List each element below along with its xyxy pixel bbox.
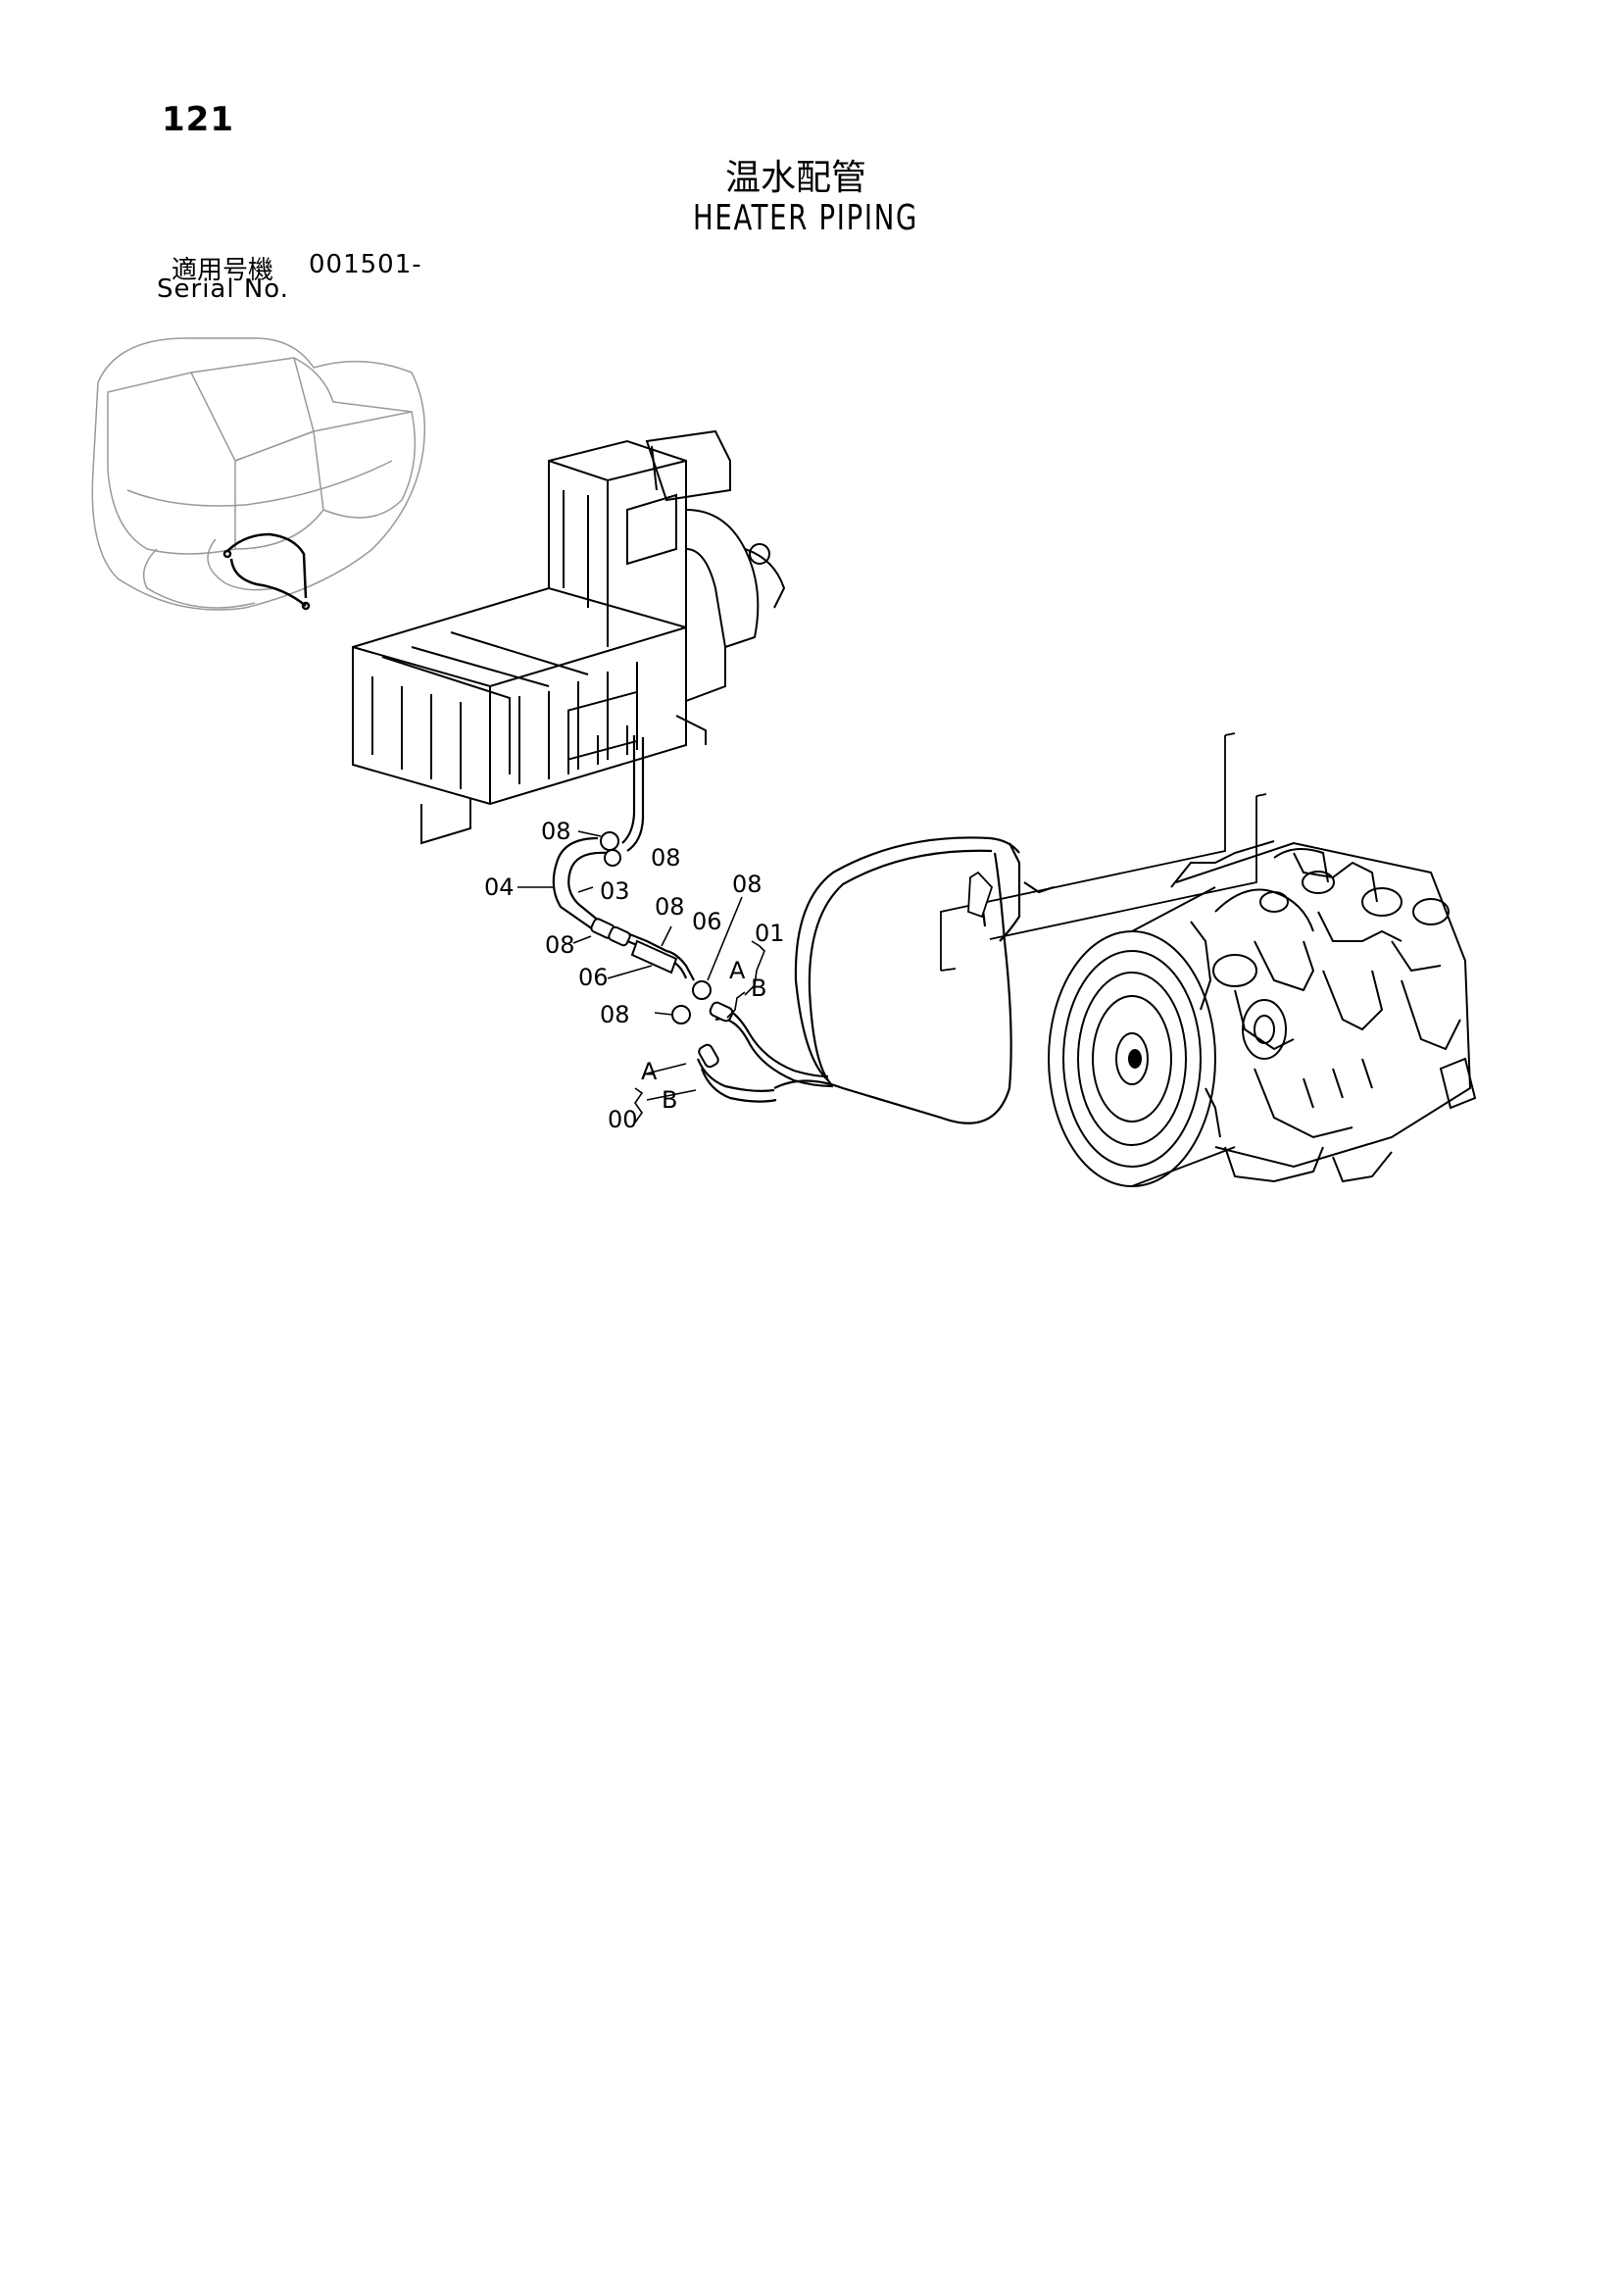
callout-08-right: 08 (651, 844, 681, 872)
callout-03: 03 (600, 877, 630, 905)
callout-B-upper: B (751, 974, 766, 1002)
callout-06-lower: 06 (578, 964, 609, 991)
serial-label-japanese: 適用号機 (172, 256, 274, 285)
callout-01: 01 (755, 920, 785, 947)
heater-hose-lines (552, 735, 1055, 1124)
elbow-06 (630, 939, 678, 974)
clamp-08-right (604, 849, 621, 867)
callout-08-mid: 08 (655, 893, 685, 921)
hose-route-on-machine (222, 532, 311, 611)
serial-label: Serial No. (157, 275, 289, 304)
machine-overview-illustration (91, 337, 426, 611)
callout-08-lower: 08 (600, 1001, 630, 1028)
heater-unit-illustration (352, 429, 786, 845)
callout-08-upper-right: 08 (732, 871, 762, 898)
engine-illustration (1048, 840, 1477, 1187)
clamp-08-upper-right (692, 980, 712, 1000)
callout-04: 04 (484, 873, 515, 901)
callout-06-upper: 06 (692, 908, 722, 935)
clamp-08-upper (600, 831, 619, 851)
callout-labels: 08 08 04 03 08 06 08 01 08 A B 06 08 A B… (484, 818, 785, 1133)
callout-A-lower: A (641, 1058, 658, 1085)
callout-00: 00 (608, 1106, 638, 1133)
page-title: HEATER PIPING (692, 198, 919, 238)
callout-A-upper: A (729, 957, 746, 984)
engine-reference-lines (940, 732, 1267, 972)
callout-08-top: 08 (541, 818, 571, 845)
clamp-08-lower (671, 1005, 691, 1024)
page-title-japanese: 温水配管 (724, 158, 866, 198)
callout-B-lower: B (662, 1086, 677, 1114)
hose-clamps (590, 831, 734, 1069)
page-number: 121 (162, 100, 234, 139)
callout-08-left: 08 (545, 931, 575, 959)
callout-leader-lines (517, 830, 765, 1123)
serial-number-value: 001501- (309, 250, 422, 279)
